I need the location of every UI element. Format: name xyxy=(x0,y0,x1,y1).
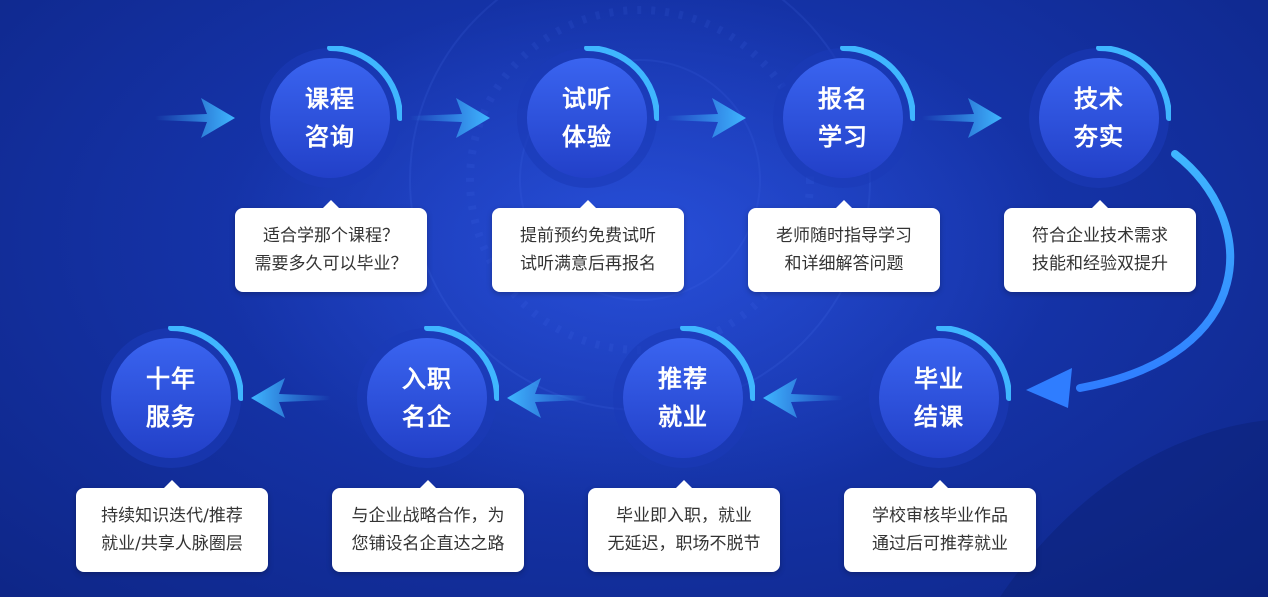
step-title-line2: 体验 xyxy=(562,123,612,151)
arrow-left-icon xyxy=(507,378,587,418)
step-title: 毕业 结课 xyxy=(867,326,1011,470)
step-job-recommend: 推荐 就业 毕业即入职，就业 无延迟，职场不脱节 xyxy=(563,326,803,586)
progress-ring-icon xyxy=(1029,46,1171,188)
progress-ring-icon xyxy=(101,326,243,468)
arrow-left-icon xyxy=(763,378,843,418)
step-title-line2: 结课 xyxy=(914,403,964,431)
step-circle: 入职 名企 xyxy=(355,326,499,470)
step-description-card: 符合企业技术需求 技能和经验双提升 xyxy=(1004,200,1196,292)
step-description-card: 学校审核毕业作品 通过后可推荐就业 xyxy=(844,480,1036,572)
step-title: 技术 夯实 xyxy=(1027,46,1171,190)
step-skill-consolidation: 技术 夯实 符合企业技术需求 技能和经验双提升 xyxy=(979,46,1219,306)
step-circle: 试听 体验 xyxy=(515,46,659,190)
progress-ring-icon xyxy=(613,326,755,468)
step-circle: 报名 学习 xyxy=(771,46,915,190)
arrow-right-icon xyxy=(922,98,1002,138)
curved-arrow-icon xyxy=(1026,150,1234,408)
step-title-line1: 技术 xyxy=(1074,85,1124,113)
step-desc-line1: 老师随时指导学习 xyxy=(776,226,912,246)
step-description-card: 持续知识迭代/推荐 就业/共享人脉圈层 xyxy=(76,480,268,572)
arrow-left-icon xyxy=(251,378,331,418)
step-description-card: 毕业即入职，就业 无延迟，职场不脱节 xyxy=(588,480,780,572)
step-title-line2: 就业 xyxy=(658,403,708,431)
arrow-right-icon xyxy=(155,98,235,138)
step-circle: 毕业 结课 xyxy=(867,326,1011,470)
step-graduation: 毕业 结课 学校审核毕业作品 通过后可推荐就业 xyxy=(819,326,1059,586)
step-title: 报名 学习 xyxy=(771,46,915,190)
step-circle: 技术 夯实 xyxy=(1027,46,1171,190)
step-circle: 十年 服务 xyxy=(99,326,243,470)
progress-ring-icon xyxy=(517,46,659,188)
step-desc-line1: 学校审核毕业作品 xyxy=(872,506,1008,526)
step-desc-line1: 符合企业技术需求 xyxy=(1032,226,1168,246)
progress-ring-icon xyxy=(357,326,499,468)
step-desc-line1: 提前预约免费试听 xyxy=(520,226,656,246)
step-title-line2: 咨询 xyxy=(305,123,355,151)
step-desc-line1: 持续知识迭代/推荐 xyxy=(101,506,243,526)
step-title-line1: 推荐 xyxy=(658,365,708,393)
step-description-card: 老师随时指导学习 和详细解答问题 xyxy=(748,200,940,292)
step-description-card: 与企业战略合作，为 您铺设名企直达之路 xyxy=(332,480,524,572)
step-description-card: 提前预约免费试听 试听满意后再报名 xyxy=(492,200,684,292)
progress-ring-icon xyxy=(773,46,915,188)
arrow-right-icon xyxy=(666,98,746,138)
step-title-line1: 课程 xyxy=(305,85,355,113)
step-desc-line2: 通过后可推荐就业 xyxy=(872,534,1008,554)
step-title: 推荐 就业 xyxy=(611,326,755,470)
step-title-line1: 十年 xyxy=(146,365,196,393)
step-title-line2: 名企 xyxy=(402,403,452,431)
step-description-card: 适合学那个课程？ 需要多久可以毕业？ xyxy=(235,200,427,292)
step-title: 十年 服务 xyxy=(99,326,243,470)
step-title-line1: 毕业 xyxy=(914,365,964,393)
step-title-line1: 试听 xyxy=(562,85,612,113)
step-desc-line1: 适合学那个课程？ xyxy=(263,226,399,246)
step-enroll: 报名 学习 老师随时指导学习 和详细解答问题 xyxy=(723,46,963,306)
step-desc-line2: 无延迟，职场不脱节 xyxy=(607,534,761,554)
step-desc-line2: 就业/共享人脉圈层 xyxy=(101,534,243,554)
step-join-company: 入职 名企 与企业战略合作，为 您铺设名企直达之路 xyxy=(307,326,547,586)
step-title-line2: 夯实 xyxy=(1074,123,1124,151)
step-title-line2: 学习 xyxy=(818,123,868,151)
step-circle: 课程 咨询 xyxy=(258,46,402,190)
step-ten-year-service: 十年 服务 持续知识迭代/推荐 就业/共享人脉圈层 xyxy=(51,326,291,586)
step-trial: 试听 体验 提前预约免费试听 试听满意后再报名 xyxy=(467,46,707,306)
progress-ring-icon xyxy=(869,326,1011,468)
step-desc-line2: 试听满意后再报名 xyxy=(520,254,656,274)
step-desc-line1: 与企业战略合作，为 xyxy=(351,506,505,526)
step-title: 试听 体验 xyxy=(515,46,659,190)
step-desc-line2: 技能和经验双提升 xyxy=(1032,254,1168,274)
step-desc-line2: 您铺设名企直达之路 xyxy=(351,534,505,554)
step-desc-line1: 毕业即入职，就业 xyxy=(616,506,752,526)
step-desc-line2: 需要多久可以毕业？ xyxy=(254,254,408,274)
step-title: 课程 咨询 xyxy=(258,46,402,190)
step-title-line2: 服务 xyxy=(146,403,196,431)
step-title-line1: 入职 xyxy=(402,365,452,393)
step-course-consult: 课程 咨询 适合学那个课程？ 需要多久可以毕业？ xyxy=(210,46,450,306)
step-desc-line2: 和详细解答问题 xyxy=(784,254,904,274)
arrow-right-icon xyxy=(410,98,490,138)
step-title-line1: 报名 xyxy=(818,85,868,113)
step-circle: 推荐 就业 xyxy=(611,326,755,470)
progress-ring-icon xyxy=(260,46,402,188)
step-title: 入职 名企 xyxy=(355,326,499,470)
